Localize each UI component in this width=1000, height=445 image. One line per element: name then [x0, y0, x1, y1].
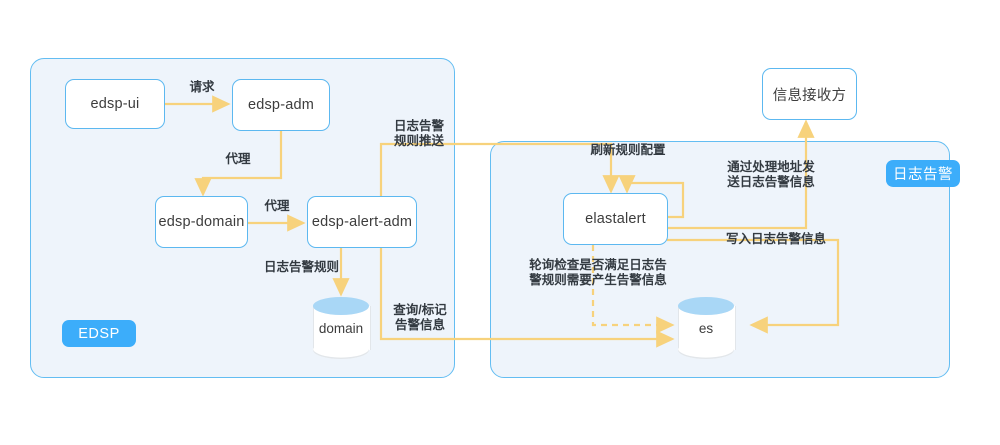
badge-log-alert: 日志告警 [886, 160, 960, 187]
edge-label-refresh-config: 刷新规则配置 [590, 143, 666, 157]
node-es-db[interactable]: es [678, 297, 736, 359]
edge-label-request: 请求 [189, 80, 215, 94]
edge-label-query-mark: 查询/标记 告警信息 [393, 303, 447, 332]
cylinder-top [313, 297, 369, 315]
edge-proxy-adm-domain [194, 131, 283, 197]
node-edsp-domain[interactable]: edsp-domain [155, 196, 248, 248]
node-elastalert[interactable]: elastalert [563, 193, 668, 245]
edge-label-write-alert: 写入日志告警信息 [726, 232, 827, 246]
cylinder-top [678, 297, 734, 315]
node-label: domain [318, 320, 364, 336]
cylinder-bottom [678, 341, 734, 359]
node-edsp-alert-adm[interactable]: edsp-alert-adm [307, 196, 417, 248]
badge-edsp: EDSP [62, 320, 136, 347]
node-label: es [698, 320, 714, 336]
edge-query-mark [379, 240, 675, 348]
edge-label-rule-push: 日志告警 规则推送 [393, 119, 444, 148]
edge-label-proxy-1: 代理 [225, 152, 251, 166]
node-receiver[interactable]: 信息接收方 [762, 68, 857, 120]
edge-label-poll-check: 轮询检查是否满足日志告 警规则需要产生告警信息 [529, 258, 667, 287]
edge-write-alert [667, 238, 840, 334]
edge-send-alert [667, 119, 815, 230]
edge-poll-check [591, 245, 675, 334]
node-edsp-ui[interactable]: edsp-ui [65, 79, 165, 129]
cylinder-bottom [313, 341, 369, 359]
edge-refresh-rule-config [618, 175, 685, 219]
edge-label-proxy-2: 代理 [264, 199, 290, 213]
edge-rule-push [379, 142, 620, 210]
edge-label-alert-rule: 日志告警规则 [264, 260, 340, 274]
edge-label-send-alert: 通过处理地址发 送日志告警信息 [727, 160, 815, 189]
node-edsp-adm[interactable]: edsp-adm [232, 79, 330, 131]
node-domain-db[interactable]: domain [313, 297, 371, 359]
